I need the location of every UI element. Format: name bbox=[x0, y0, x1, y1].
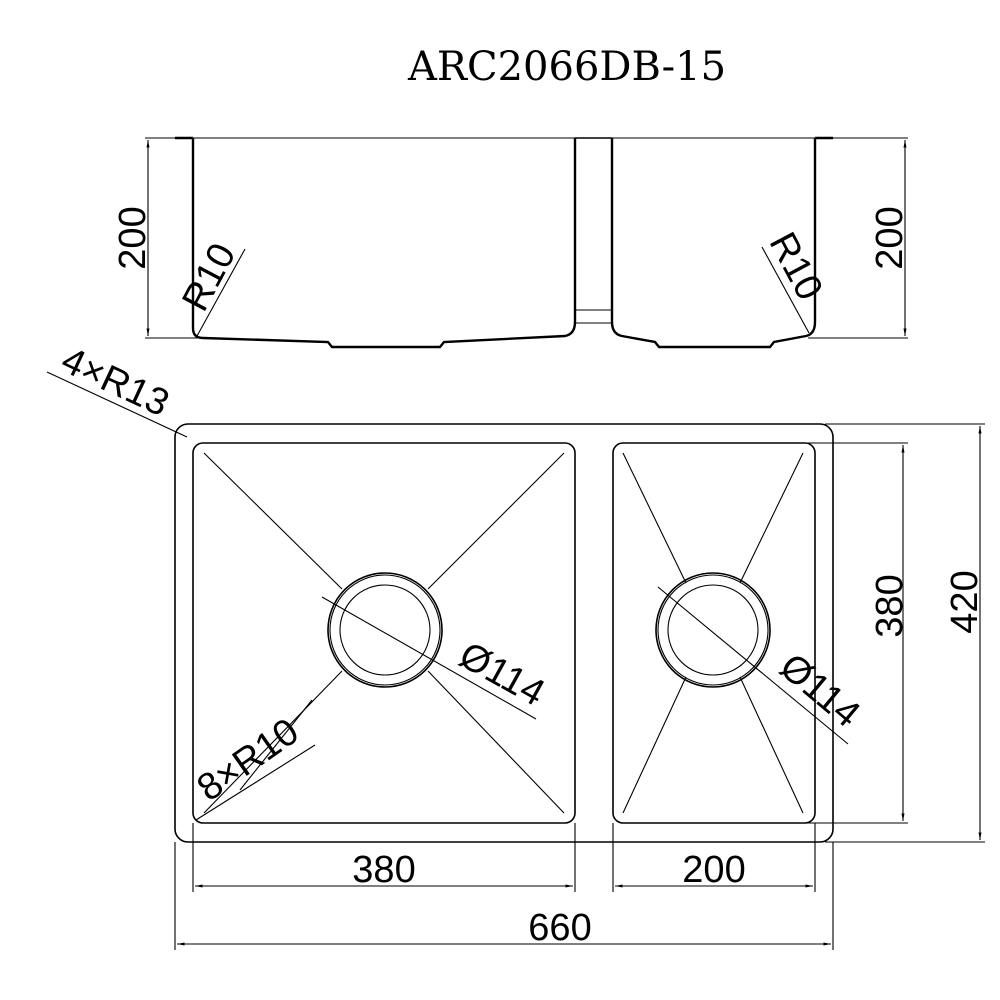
right-drain-inner bbox=[667, 584, 759, 676]
left-drain-outer bbox=[327, 572, 443, 688]
side-left-radius-label: R10 bbox=[174, 237, 244, 318]
overall-length-label: 420 bbox=[944, 570, 986, 633]
side-right-radius-label: R10 bbox=[761, 226, 831, 307]
outer-rim bbox=[174, 423, 834, 843]
overall-width-label: 660 bbox=[528, 907, 591, 949]
left-bowl-width-label: 380 bbox=[352, 849, 415, 891]
left-drain-inner bbox=[339, 584, 431, 676]
side-view: 200 200 R10 R10 bbox=[112, 136, 911, 349]
plan-view: Ø114 Ø114 4×R13 8×R10 380 200 bbox=[46, 339, 986, 950]
right-bowl bbox=[612, 442, 816, 824]
right-drain-outer bbox=[655, 572, 771, 688]
model-title: ARC2066DB-15 bbox=[407, 44, 726, 90]
inner-radius-label: 8×R10 bbox=[190, 711, 307, 810]
side-left-height-label: 200 bbox=[112, 206, 154, 269]
right-drain-label: Ø114 bbox=[772, 646, 868, 736]
outer-radius-label: 4×R13 bbox=[55, 339, 175, 425]
side-right-height-label: 200 bbox=[869, 206, 911, 269]
left-bowl bbox=[192, 442, 576, 824]
right-bowl-width-label: 200 bbox=[682, 849, 745, 891]
bowl-length-label: 380 bbox=[869, 574, 911, 637]
left-drain-label: Ø114 bbox=[452, 634, 551, 714]
